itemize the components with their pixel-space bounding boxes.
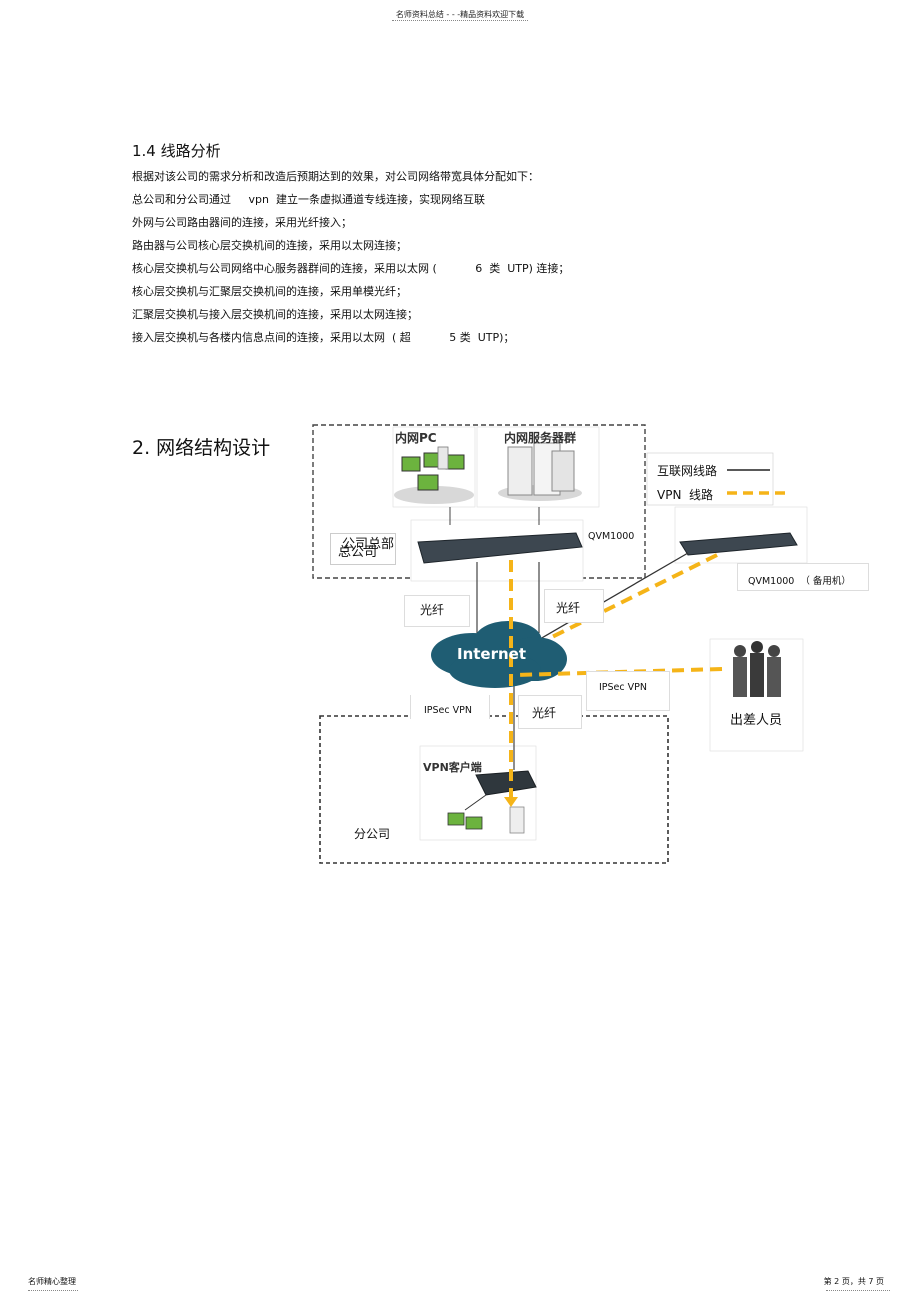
server-cluster-icon (476, 426, 600, 508)
paragraph-line: 外网与公司路由器间的连接，采用光纤接入； (132, 216, 352, 229)
vpn-client-icon (419, 745, 537, 841)
branch-label: 分公司 (354, 827, 391, 841)
travel-staff-label: 出差人员 (730, 713, 783, 728)
paragraph-line: 路由器与公司核心层交换机间的连接，采用以太网连接； (132, 239, 407, 252)
intranet-pc-icon (392, 426, 476, 508)
hq-label-frame (330, 533, 396, 565)
qvm-backup-device (679, 532, 798, 556)
legend-internet-label: 互联网线路 (657, 464, 718, 478)
paragraph-line: 汇聚层交换机与接入层交换机间的连接，采用以太网连接； (132, 308, 418, 321)
paragraph-line: 核心层交换机与公司网络中心服务器群间的连接，采用以太网 ( 6 类 UTP) 连… (132, 262, 570, 275)
travel-staff-icon (709, 638, 804, 752)
vpn-backup-line (547, 553, 718, 641)
footer-page-number: 第 2 页，共 7 页 (823, 1277, 884, 1286)
legend-vpn-label: VPN 线路 (657, 488, 714, 502)
header-dots (392, 20, 528, 21)
paragraph-line: 核心层交换机与汇聚层交换机间的连接，采用单模光纤； (132, 285, 407, 298)
internet-cloud (431, 621, 567, 688)
intranet-servers-label: 内网服务器群 (504, 431, 577, 445)
qvm-backup-label-frame (737, 563, 869, 591)
internet-label: Internet (457, 645, 527, 663)
fiber-bottom-frame (518, 695, 582, 729)
paragraph-line: 接入层交换机与各楼内信息点间的连接，采用以太网 ( 超 5 类 UTP)； (132, 331, 515, 344)
qvm-main-label: QVM1000 (588, 531, 635, 542)
ipsec-left-frame (410, 695, 490, 719)
page-header: 名师资料总结 - - -精品资料欢迎下载 (395, 10, 525, 19)
fiber-right-frame (544, 589, 604, 623)
fiber-left-label: 光纤 (420, 603, 445, 617)
branch-boundary (319, 715, 669, 864)
ipsec-right-label: IPSec VPN (599, 682, 647, 693)
fiber-left-frame (404, 595, 470, 627)
section-title-1-4: 1.4 线路分析 (132, 142, 221, 160)
fiber-bottom-label: 光纤 (532, 706, 557, 720)
diagram-canvas (312, 424, 808, 864)
vpn-arrow-head (504, 797, 518, 807)
intranet-pc-label: 内网PC (395, 431, 437, 445)
ipsec-left-label: IPSec VPN (424, 705, 472, 716)
fiber-right-label: 光纤 (556, 601, 581, 615)
paragraph-line: 根据对该公司的需求分析和改造后预期达到的效果，对公司网络带宽具体分配如下： (132, 170, 539, 183)
ipsec-right-frame (586, 671, 670, 711)
paragraph-line: 总公司和分公司通过 vpn 建立一条虚拟通道专线连接，实现网络互联 (132, 193, 485, 206)
hq-label-head-office: 总公司 (338, 545, 378, 560)
vpn-client-label: VPN客户端 (423, 761, 482, 774)
qvm-main-device (417, 532, 583, 564)
section-title-2: 2. 网络结构设计 (132, 437, 271, 459)
footer-left-dots (28, 1290, 78, 1291)
footer-right-dots (826, 1290, 890, 1291)
legend-box (646, 452, 774, 506)
hq-label-company: 公司总部 (342, 537, 395, 552)
footer-left: 名师精心整理 (28, 1277, 76, 1286)
qvm-backup-label: QVM1000 （ 备用机） (748, 576, 851, 587)
backup-internet-line (539, 552, 689, 640)
